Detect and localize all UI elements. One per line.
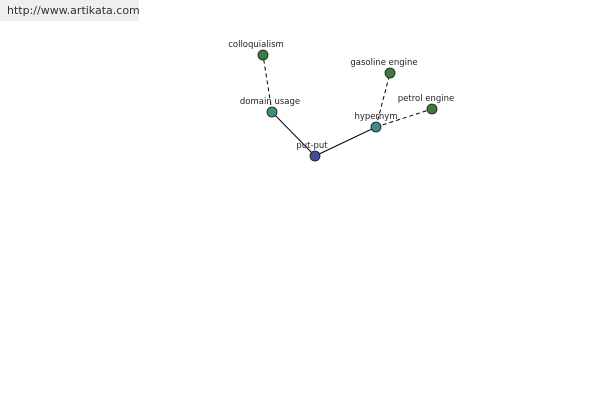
node-label-colloquialism[interactable]: colloquialism bbox=[228, 40, 284, 50]
node-label-gasoline-engine[interactable]: gasoline engine bbox=[350, 58, 417, 68]
nodes-layer bbox=[257, 49, 438, 162]
labels-layer: put-put domain usage hypernym colloquialism… bbox=[228, 40, 454, 151]
edge-put-put-hypernym bbox=[314, 126, 377, 157]
site-url-link[interactable]: http://www.artikata.com bbox=[7, 4, 140, 17]
edges-layer bbox=[262, 54, 433, 157]
node-label-hypernym[interactable]: hypernym bbox=[354, 112, 397, 122]
node-put-put[interactable] bbox=[309, 150, 321, 162]
edge-hypernym-gasoline-engine bbox=[375, 72, 391, 128]
url-banner: http://www.artikata.com bbox=[0, 0, 140, 21]
node-colloquialism[interactable] bbox=[257, 49, 269, 61]
node-domain-usage[interactable] bbox=[266, 106, 278, 118]
edge-hypernym-petrol-engine bbox=[375, 108, 433, 128]
edge-put-put-domain-usage bbox=[271, 111, 316, 157]
node-hypernym[interactable] bbox=[370, 121, 382, 133]
edge-domain-usage-colloquialism bbox=[262, 54, 273, 113]
node-gasoline-engine[interactable] bbox=[384, 67, 396, 79]
node-label-domain-usage[interactable]: domain usage bbox=[240, 97, 300, 107]
node-label-petrol-engine[interactable]: petrol engine bbox=[398, 94, 455, 104]
node-petrol-engine[interactable] bbox=[426, 103, 438, 115]
node-label-put-put[interactable]: put-put bbox=[296, 141, 328, 151]
